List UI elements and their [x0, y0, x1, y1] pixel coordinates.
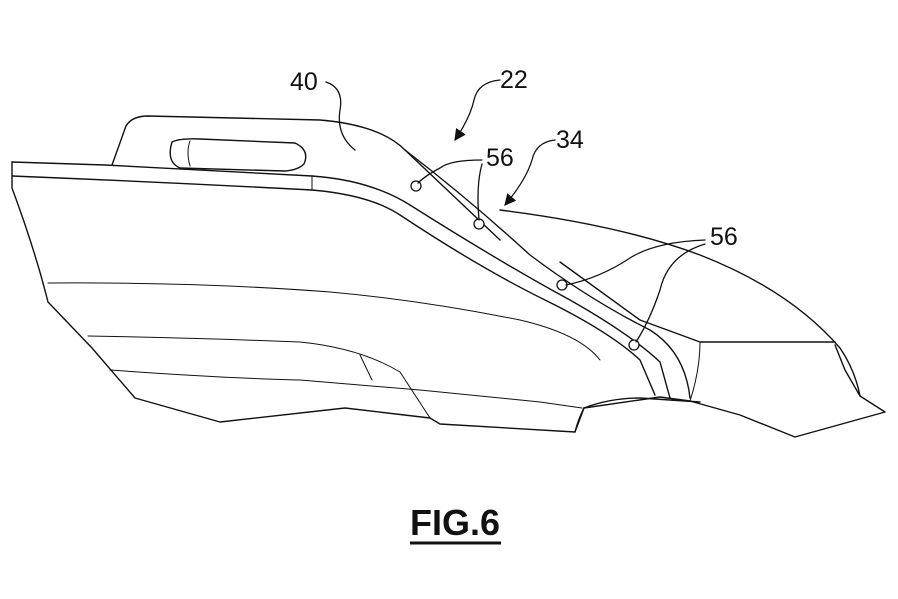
label-40: 40 — [290, 68, 318, 96]
fastener-points — [410, 180, 640, 351]
rear-cover-34 — [499, 209, 861, 433]
pillar-trim-22 — [311, 149, 691, 399]
fastener-point — [628, 339, 640, 351]
figure-caption: FIG.6 — [410, 502, 500, 543]
fastener-point — [410, 180, 422, 192]
housing-40 — [111, 115, 501, 241]
leader-lines — [325, 79, 706, 343]
label-34: 34 — [556, 126, 584, 154]
vehicle-body — [11, 161, 886, 438]
label-22: 22 — [500, 66, 528, 94]
label-56-lower: 56 — [710, 223, 738, 251]
label-56-upper: 56 — [486, 144, 514, 172]
